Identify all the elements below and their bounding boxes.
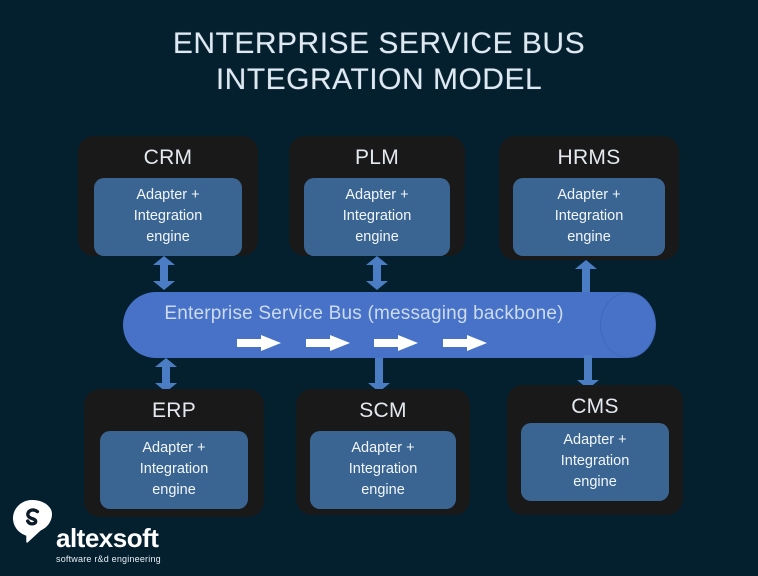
adapter-line-1: Adapter + [557,187,621,203]
flow-arrow-right-icon [305,335,350,351]
arrow-head-down-icon [366,281,388,290]
adapter-line-2: Integration [342,208,412,224]
arrow-shaft [162,366,170,384]
arrow-shaft [584,355,592,381]
flow-arrow-right-icon [374,335,419,351]
enterprise-service-bus[interactable]: Enterprise Service Bus (messaging backbo… [123,292,656,358]
flow-arrow-right-icon [442,335,487,351]
adapter-line-2: Integration [560,453,630,469]
connector-arrow-scm [368,358,390,392]
altexsoft-logo: altexsoft software r&d engineering [12,497,202,567]
node-plm-adapter: Adapter + Integration engine [304,178,450,256]
node-crm-adapter: Adapter + Integration engine [94,178,242,256]
node-plm[interactable]: PLM Adapter + Integration engine [289,136,465,256]
bus-body [123,292,633,358]
arrow-shaft [373,264,381,282]
node-crm-label: CRM [143,146,193,169]
adapter-line-3: engine [146,229,190,245]
node-crm[interactable]: CRM Adapter + Integration engine [78,136,258,256]
arrow-head-up-icon [153,256,175,265]
logo-tagline: software r&d engineering [56,554,161,564]
adapter-line-2: Integration [554,208,624,224]
altexsoft-bubble-icon [12,499,54,543]
arrow-head-down-icon [368,383,390,392]
arrow-shaft [582,268,590,294]
connector-arrow-cms [577,355,599,389]
node-erp[interactable]: ERP Adapter + Integration engine [84,389,264,517]
node-scm-adapter: Adapter + Integration engine [310,431,456,509]
connector-arrow-hrms [575,260,597,294]
node-erp-adapter: Adapter + Integration engine [100,431,248,509]
adapter-line-1: Adapter + [142,440,206,456]
adapter-line-1: Adapter + [136,187,200,203]
bus-end-cap [600,292,656,358]
arrow-shaft [375,358,383,384]
adapter-line-3: engine [573,474,617,490]
node-hrms-label: HRMS [557,146,621,169]
title-line-2: INTEGRATION MODEL [215,63,543,96]
adapter-line-1: Adapter + [345,187,409,203]
page-title: ENTERPRISE SERVICE BUS INTEGRATION MODEL [0,26,758,98]
node-hrms[interactable]: HRMS Adapter + Integration engine [499,136,679,260]
node-hrms-adapter: Adapter + Integration engine [513,178,665,256]
arrow-head-down-icon [153,281,175,290]
adapter-line-1: Adapter + [351,440,415,456]
title-line-1: ENTERPRISE SERVICE BUS [172,27,586,60]
adapter-line-3: engine [567,229,611,245]
altexsoft-wordmark: altexsoft software r&d engineering [56,525,202,565]
arrow-head-down-icon [155,383,177,392]
arrow-head-up-icon [155,358,177,367]
arrow-head-down-icon [577,380,599,389]
bus-label: Enterprise Service Bus (messaging backbo… [164,303,564,324]
node-scm-label: SCM [359,399,407,422]
adapter-line-3: engine [361,482,405,498]
bus-flow-arrows [237,335,487,351]
adapter-line-2: Integration [139,461,209,477]
connector-arrow-erp [155,358,177,392]
node-erp-label: ERP [151,399,197,422]
adapter-line-2: Integration [348,461,418,477]
node-scm[interactable]: SCM Adapter + Integration engine [296,389,470,515]
node-cms-adapter: Adapter + Integration engine [521,423,669,501]
logo-word: altexsoft [56,523,159,553]
node-plm-label: PLM [354,146,400,169]
node-cms[interactable]: CMS Adapter + Integration engine [507,385,683,515]
arrow-head-up-icon [575,260,597,269]
connector-arrow-plm [366,256,388,290]
node-cms-label: CMS [571,395,619,418]
adapter-line-3: engine [152,482,196,498]
flow-arrow-right-icon [237,335,281,351]
arrow-head-up-icon [366,256,388,265]
adapter-line-2: Integration [133,208,203,224]
arrow-shaft [160,264,168,282]
adapter-line-1: Adapter + [563,432,627,448]
adapter-line-3: engine [355,229,399,245]
connector-arrow-crm [153,256,175,290]
